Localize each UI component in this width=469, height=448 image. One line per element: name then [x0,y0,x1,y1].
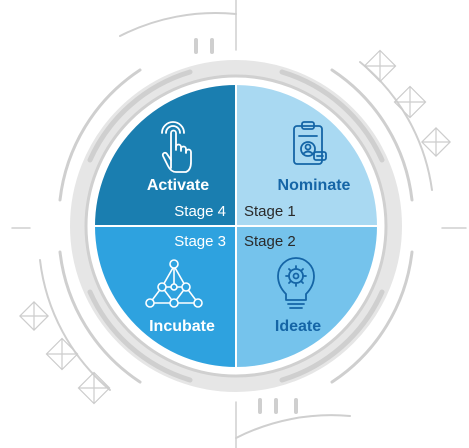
quadrant-nominate[interactable] [236,84,378,226]
stage-label-2: Stage 2 [244,233,296,250]
network-triangle-icon [145,259,203,308]
decorative-tech-rings [11,0,467,448]
stage-label-3: Stage 3 [174,233,226,250]
tap-hand-icon [161,121,192,173]
quadrant-incubate[interactable] [94,226,236,368]
stage-label-1: Stage 1 [244,203,296,220]
quadrants [94,84,378,368]
quadrant-title-incubate: Incubate [149,318,215,335]
quadrant-activate[interactable] [94,84,236,226]
quadrant-title-activate: Activate [147,177,209,194]
quadrant-title-nominate: Nominate [278,177,351,194]
quadrant-dividers [94,84,378,368]
clipboard-person-icon [293,121,327,165]
lightbulb-gear-icon [277,257,315,309]
stage-label-4: Stage 4 [174,203,226,220]
quadrant-ideate[interactable] [236,226,378,368]
decorative-diamond-markers [19,49,451,405]
quadrant-title-ideate: Ideate [275,318,321,335]
